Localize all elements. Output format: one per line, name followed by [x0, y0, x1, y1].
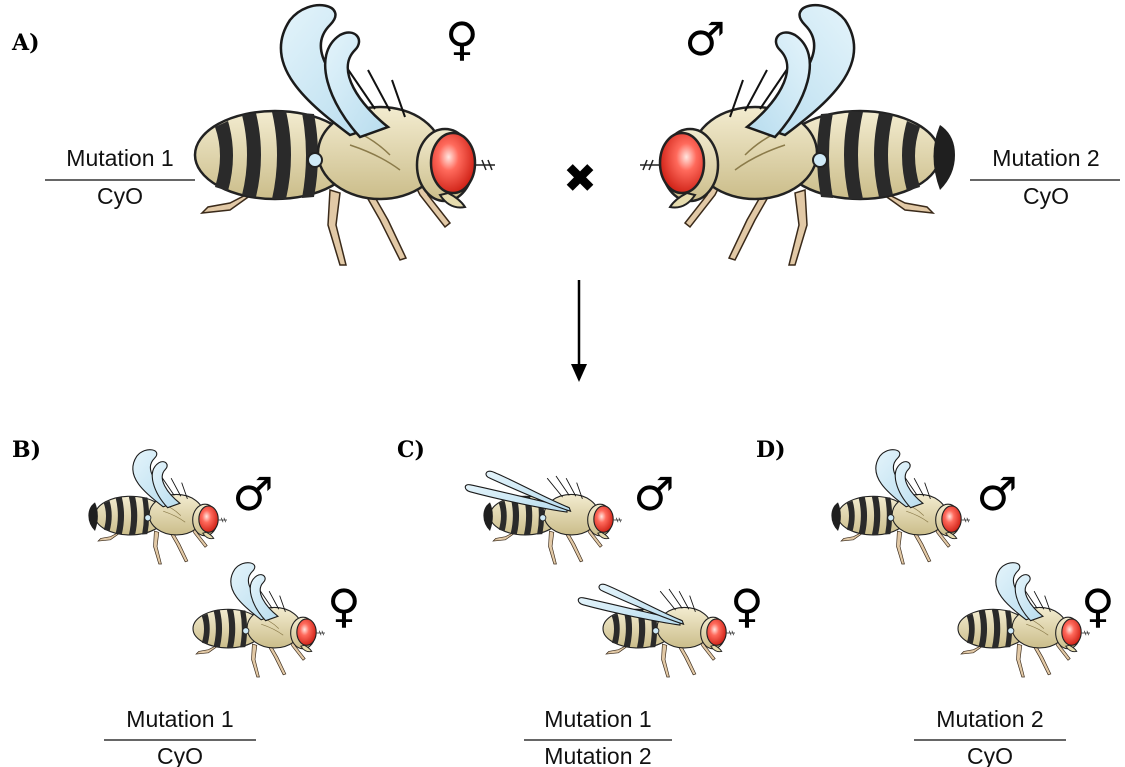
offspring-b-male-fly	[88, 450, 227, 564]
offspring-b-female-symbol: ♀	[327, 579, 361, 633]
offspring-c-female-fly	[578, 584, 735, 677]
offspring-d-male-fly	[831, 450, 970, 564]
down-arrow-icon	[571, 280, 587, 382]
male-genotype-bottom: CyO	[1023, 183, 1069, 209]
female-symbol: ♀	[445, 12, 479, 66]
cross-icon: ✖	[563, 156, 597, 202]
panel-label-b: B)	[12, 437, 41, 463]
offspring-d-female-symbol: ♀	[1081, 579, 1115, 633]
female-genotype-bottom: CyO	[97, 183, 143, 209]
offspring-b-genotype-bottom: CyO	[157, 743, 203, 767]
offspring-d-male-symbol: ♂	[976, 467, 1017, 521]
offspring-c-genotype-bottom: Mutation 2	[544, 743, 651, 767]
offspring-c-male-symbol: ♂	[633, 467, 674, 521]
offspring-d-genotype-bottom: CyO	[967, 743, 1013, 767]
female-genotype-top: Mutation 1	[66, 145, 173, 171]
offspring-d-genotype-top: Mutation 2	[936, 706, 1043, 732]
offspring-b-female-fly	[193, 563, 325, 677]
offspring-d-female-fly	[958, 563, 1090, 677]
male-genotype-top: Mutation 2	[992, 145, 1099, 171]
offspring-c-female-symbol: ♀	[730, 579, 764, 633]
male-symbol: ♂	[684, 12, 725, 66]
offspring-b-genotype-top: Mutation 1	[126, 706, 233, 732]
offspring-c-genotype-top: Mutation 1	[544, 706, 651, 732]
offspring-c-male-fly	[465, 471, 622, 564]
panel-label-d: D)	[756, 437, 786, 463]
panel-label-c: C)	[397, 437, 425, 463]
offspring-b-male-symbol: ♂	[232, 467, 273, 521]
panel-label-a: A)	[11, 30, 39, 56]
